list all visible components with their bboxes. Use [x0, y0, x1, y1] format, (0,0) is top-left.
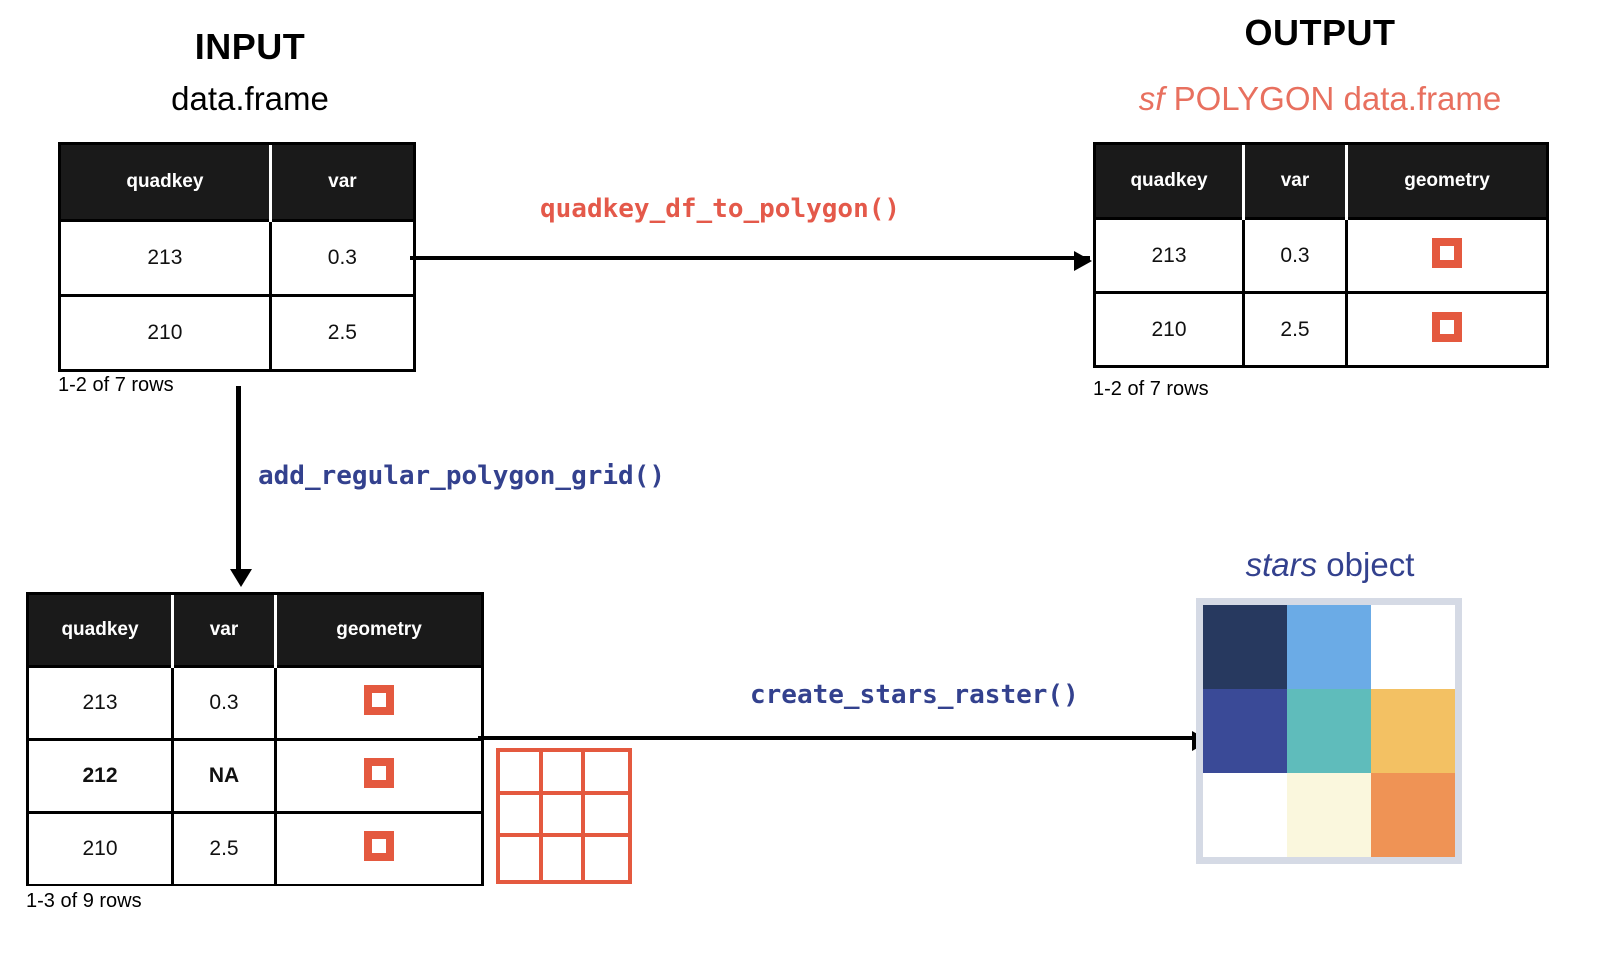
- output-subheading: sf POLYGON data.frame: [1095, 80, 1545, 118]
- arrow-input-to-output: [410, 251, 1092, 271]
- column-header-var: var: [171, 595, 276, 667]
- stars-object-heading: stars object: [1160, 546, 1500, 584]
- raster-cell-r0c2: [1371, 605, 1455, 689]
- cell-var: 2.5: [171, 811, 276, 884]
- table-row[interactable]: 210 2.5: [61, 294, 413, 369]
- raster-cell-r0c0: [1203, 605, 1287, 689]
- cell-geometry: [1345, 291, 1546, 365]
- input-subheading: data.frame: [171, 80, 329, 117]
- cell-quadkey: 213: [1096, 217, 1244, 293]
- grid-cell: [542, 794, 586, 838]
- output-subheading-sf: sf: [1138, 80, 1165, 117]
- column-header-geometry: geometry: [274, 595, 481, 667]
- output-table: quadkey var geometry 213 0.3 210 2.5: [1096, 145, 1546, 365]
- raster-cell-r1c0: [1203, 689, 1287, 773]
- cell-geometry: [274, 738, 481, 813]
- input-table-wrapper: quadkey var 213 0.3 210 2.5: [58, 142, 416, 372]
- cell-quadkey: 210: [61, 294, 271, 369]
- raster-cell-r1c2: [1371, 689, 1455, 773]
- cell-quadkey: 212: [29, 738, 173, 813]
- cell-quadkey: 210: [29, 811, 173, 884]
- cell-var: 0.3: [171, 665, 276, 740]
- grid-table-wrapper: quadkey var geometry 213 0.3 212 NA: [26, 592, 484, 886]
- table-row[interactable]: 212 NA: [29, 738, 481, 813]
- input-table: quadkey var 213 0.3 210 2.5: [61, 145, 413, 369]
- column-header-geometry: geometry: [1345, 145, 1546, 219]
- input-heading: INPUT: [194, 26, 306, 67]
- cell-geometry: [274, 811, 481, 884]
- grid-table: quadkey var geometry 213 0.3 212 NA: [29, 595, 481, 884]
- grid-table-row-count: 1-3 of 9 rows: [26, 890, 142, 912]
- table-header-row: quadkey var geometry: [1096, 145, 1546, 219]
- cell-quadkey: 213: [29, 665, 173, 740]
- grid-cell: [542, 752, 586, 795]
- table-row[interactable]: 213 0.3: [61, 219, 413, 296]
- cell-geometry: [274, 665, 481, 740]
- cell-var: 2.5: [1242, 291, 1347, 365]
- arrow-grid-to-stars: [478, 731, 1210, 751]
- cell-geometry: [1345, 217, 1546, 293]
- table-header-row: quadkey var: [61, 145, 413, 221]
- cell-var: 0.3: [1242, 217, 1347, 293]
- column-header-var: var: [1242, 145, 1347, 219]
- column-header-quadkey: quadkey: [1096, 145, 1244, 219]
- three-by-three-grid-icon: [496, 748, 632, 884]
- stars-heading-italic: stars: [1245, 546, 1318, 583]
- column-header-var: var: [268, 145, 413, 221]
- cell-quadkey: 210: [1096, 291, 1244, 365]
- grid-cell: [500, 837, 543, 880]
- output-heading: OUTPUT: [1244, 12, 1396, 53]
- grid-cell: [585, 794, 628, 838]
- raster-grid: [1203, 605, 1455, 857]
- raster-cell-r2c0: [1203, 773, 1287, 857]
- column-header-quadkey: quadkey: [29, 595, 173, 667]
- cell-quadkey: 213: [61, 219, 271, 296]
- grid-cell: [542, 837, 586, 880]
- raster-cell-r2c2: [1371, 773, 1455, 857]
- table-row[interactable]: 210 2.5: [29, 811, 481, 884]
- output-row-count: 1-2 of 7 rows: [1093, 378, 1209, 400]
- grid-cell: [585, 752, 628, 795]
- polygon-square-icon: [364, 758, 394, 788]
- stars-raster: [1196, 598, 1462, 864]
- table-row[interactable]: 213 0.3: [29, 665, 481, 740]
- function-label-add-regular-polygon-grid: add_regular_polygon_grid(): [258, 461, 665, 491]
- function-label-create-stars-raster: create_stars_raster(): [750, 680, 1079, 710]
- grid-cell: [500, 752, 543, 795]
- cell-var: 0.3: [268, 219, 413, 296]
- grid-cell: [585, 837, 628, 880]
- cell-var: NA: [171, 738, 276, 813]
- polygon-square-icon: [1432, 237, 1462, 268]
- output-subheading-rest: POLYGON data.frame: [1164, 80, 1502, 117]
- raster-cell-r0c1: [1287, 605, 1371, 689]
- table-row[interactable]: 210 2.5: [1096, 291, 1546, 365]
- polygon-square-icon: [1432, 311, 1462, 342]
- output-table-wrapper: quadkey var geometry 213 0.3 210 2.5: [1093, 142, 1549, 368]
- table-row[interactable]: 213 0.3: [1096, 217, 1546, 293]
- raster-cell-r2c1: [1287, 773, 1371, 857]
- column-header-quadkey: quadkey: [61, 145, 271, 221]
- polygon-square-icon: [364, 831, 394, 861]
- grid-cell: [500, 794, 543, 838]
- stars-heading-rest: object: [1317, 546, 1415, 583]
- input-row-count: 1-2 of 7 rows: [58, 374, 174, 396]
- function-label-quadkey-df-to-polygon: quadkey_df_to_polygon(): [540, 194, 901, 224]
- polygon-square-icon: [364, 685, 394, 715]
- cell-var: 2.5: [268, 294, 413, 369]
- arrow-input-to-grid-table: [230, 386, 252, 587]
- raster-cell-r1c1: [1287, 689, 1371, 773]
- table-header-row: quadkey var geometry: [29, 595, 481, 667]
